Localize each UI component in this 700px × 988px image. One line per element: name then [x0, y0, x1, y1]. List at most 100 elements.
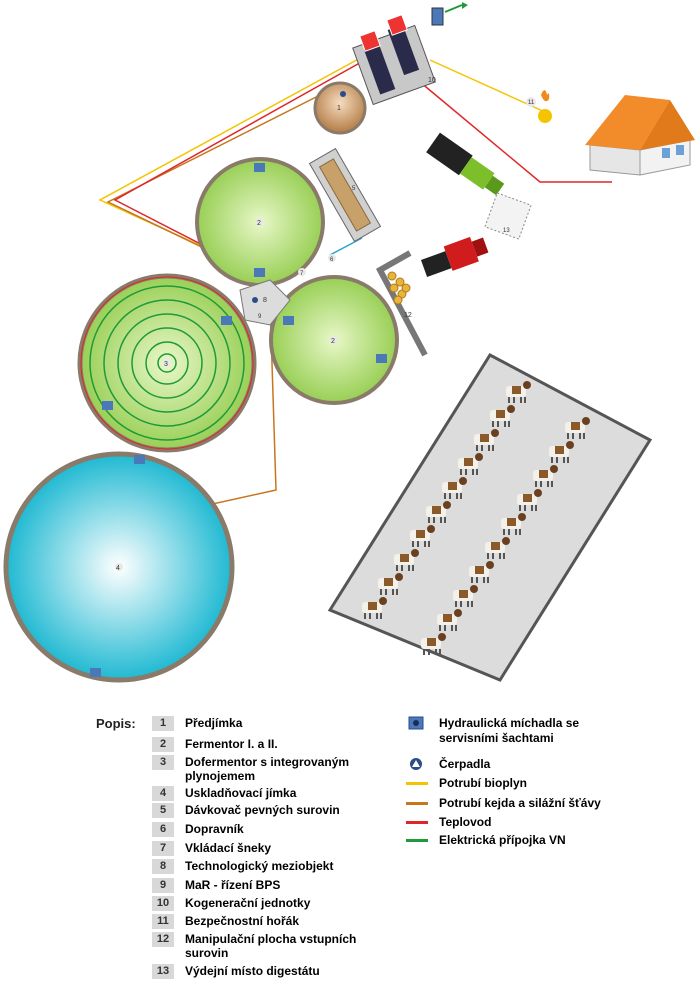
legend-symbol-2: Potrubí bioplyn — [406, 776, 527, 791]
legend-label: MaR - řízení BPS — [185, 878, 281, 892]
site-plan: 10 11 1 13 5 12 — [3, 2, 695, 683]
legend-symbol-5: Elektrická přípojka VN — [406, 833, 566, 848]
legend-label: Potrubí kejda a silážní šťávy — [439, 796, 601, 810]
cow-icon — [474, 429, 499, 451]
svg-text:9: 9 — [258, 314, 262, 320]
legend-number: 10 — [152, 896, 174, 911]
mixer-icon — [254, 163, 265, 172]
label-10: 10 — [428, 77, 436, 84]
cattle-barn — [327, 353, 653, 682]
legend-label: Teplovod — [439, 815, 492, 829]
mixer-icon — [340, 91, 346, 97]
cow-icon — [442, 477, 467, 499]
line-swatch — [406, 796, 428, 811]
legend-symbol-4: Teplovod — [406, 815, 491, 830]
cow-icon — [533, 465, 558, 487]
cow-icon — [410, 525, 435, 547]
heat-pipe-house — [419, 81, 612, 183]
legend-label: Hydraulická míchadla se servisními šacht… — [439, 716, 580, 745]
legend-item-11: 11 Bezpečnostní hořák — [152, 914, 299, 929]
cow-icon — [378, 573, 403, 595]
legend-number: 2 — [152, 737, 174, 752]
legend-number: 6 — [152, 822, 174, 837]
house-icon — [585, 95, 695, 176]
legend-number: 4 — [152, 786, 174, 801]
chp-units — [352, 14, 436, 106]
legend-label: Dopravník — [185, 822, 244, 836]
legend-symbol-0: Hydraulická míchadla se servisními šacht… — [406, 716, 639, 746]
arrow-icon — [462, 2, 468, 9]
tractor-red-icon — [420, 236, 489, 277]
legend-number: 11 — [152, 914, 174, 929]
biogas-pipe-to-flare — [429, 59, 546, 113]
digestate-point-13 — [484, 192, 532, 240]
legend-item-2: 2 Fermentor I. a II. — [152, 737, 278, 752]
svg-text:13: 13 — [503, 228, 510, 234]
cow-icon — [506, 381, 531, 403]
legend-item-12: 12 Manipulační plocha vstupních surovin — [152, 932, 365, 960]
cow-icon — [426, 501, 451, 523]
line-swatch — [406, 776, 428, 791]
cow-icon — [490, 405, 515, 427]
legend-label: Vkládací šneky — [185, 841, 272, 855]
fan-icon — [386, 14, 408, 36]
gas-holder-rings — [89, 285, 245, 441]
svg-text:12: 12 — [404, 312, 412, 319]
cow-icon — [501, 513, 526, 535]
pre-tank-1 — [313, 81, 367, 135]
mixer-icon — [90, 668, 101, 677]
solid-feeder-5 — [308, 147, 382, 243]
legend-number: 9 — [152, 878, 174, 893]
mixer-icon — [221, 316, 232, 325]
legend-label: Bezpečnostní hořák — [185, 914, 300, 928]
cow-icon — [458, 453, 483, 475]
legend-number: 1 — [152, 716, 174, 731]
cow-icon — [469, 561, 494, 583]
legend-label: Uskladňovací jímka — [185, 786, 297, 800]
label-4: 4 — [116, 565, 120, 572]
fan-icon — [359, 30, 381, 52]
legend-label: Dofermentor s integrovaným plynojemem — [185, 755, 350, 783]
legend-title: Popis: — [96, 716, 136, 731]
legend-label: Elektrická přípojka VN — [439, 833, 566, 847]
silage-bales — [387, 271, 411, 305]
label-2a: 2 — [257, 220, 261, 227]
cow-icon — [485, 537, 510, 559]
cow-icon — [549, 441, 574, 463]
legend-label: Technologický meziobjekt — [185, 859, 334, 873]
legend-label: Čerpadla — [439, 757, 491, 771]
svg-text:5: 5 — [352, 186, 356, 192]
mixer-icon — [134, 455, 145, 464]
legend-number: 8 — [152, 859, 174, 874]
legend-symbol-3: Potrubí kejda a silážní šťávy — [406, 796, 601, 811]
tractor-icon — [426, 132, 505, 196]
cow-icon — [565, 417, 590, 439]
cow-icon — [437, 609, 462, 631]
legend-label: Dávkovač pevných surovin — [185, 803, 340, 817]
cattle-herd — [362, 381, 590, 655]
svg-text:7: 7 — [300, 271, 304, 277]
label-2b: 2 — [331, 338, 335, 345]
legend-label: Potrubí bioplyn — [439, 776, 527, 790]
label-1: 1 — [337, 105, 341, 112]
tech-building-8 — [239, 279, 291, 326]
cow-icon — [394, 549, 419, 571]
manipulation-area-12 — [375, 250, 428, 357]
mixer-icon — [406, 716, 428, 731]
legend-number: 12 — [152, 932, 174, 947]
cow-icon — [517, 489, 542, 511]
pump-icon — [252, 297, 258, 303]
legend-label: Výdejní místo digestátu — [185, 964, 320, 978]
svg-text:8: 8 — [263, 297, 267, 304]
electric-line — [444, 4, 463, 13]
legend-label: Manipulační plocha vstupních surovin — [185, 932, 357, 960]
mixer-icon — [254, 268, 265, 277]
legend-label: Fermentor I. a II. — [185, 737, 278, 751]
legend-label: Kogenerační jednotky — [185, 896, 311, 910]
legend-item-4: 4 Uskladňovací jímka — [152, 786, 296, 801]
line-swatch — [406, 833, 428, 848]
